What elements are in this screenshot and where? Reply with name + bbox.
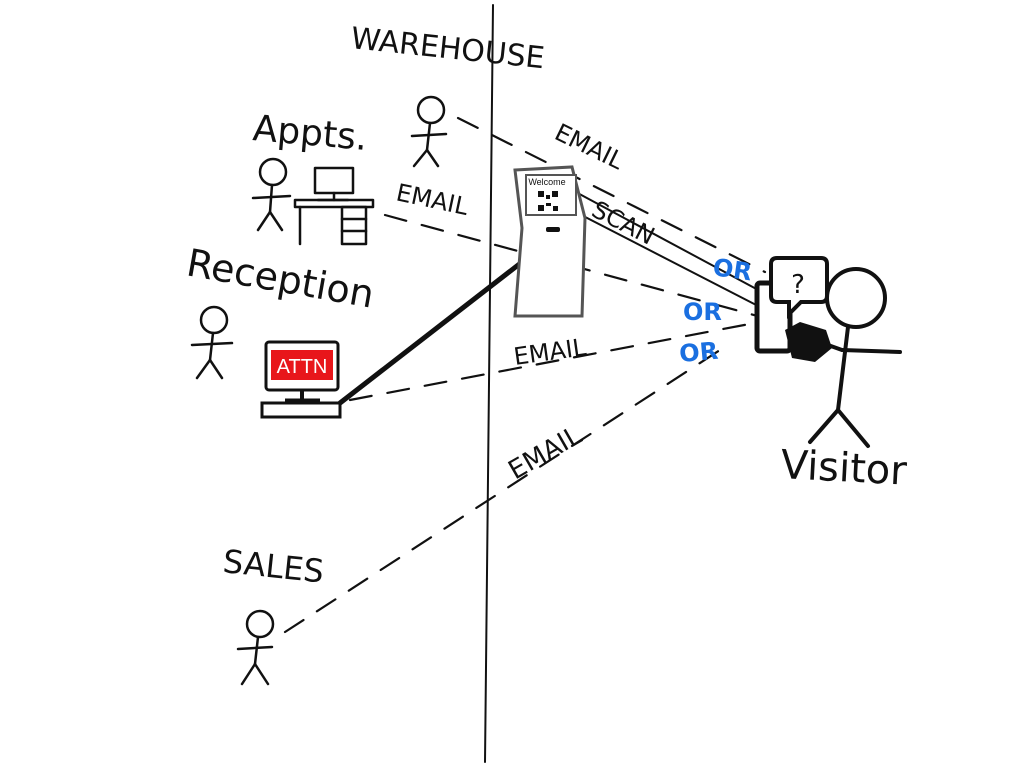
sales-label: SALES	[221, 542, 326, 590]
visitor-person-icon: ?	[754, 256, 902, 448]
email-line-warehouse	[456, 116, 767, 274]
appts-label: Appts.	[251, 108, 369, 159]
visitor-label: Visitor	[779, 442, 908, 495]
email-line-sales	[283, 348, 722, 634]
qr-code-icon	[538, 191, 558, 211]
kiosk-welcome-text: Welcome	[528, 177, 565, 187]
reception-person-icon	[190, 305, 234, 380]
divider-line	[484, 4, 494, 763]
warehouse-label: WAREHOUSE	[349, 21, 546, 76]
appts-person-icon	[251, 157, 292, 232]
email-label-appts: EMAIL	[394, 178, 472, 221]
scan-line	[555, 201, 763, 309]
kiosk-icon: Welcome	[513, 165, 587, 318]
warehouse-person-icon	[410, 95, 448, 168]
scan-line	[571, 189, 763, 293]
question-mark: ?	[791, 270, 805, 300]
desk-icon	[293, 166, 375, 246]
attn-screen-text: ATTN	[277, 356, 328, 378]
reception-computer-icon: ATTN	[260, 340, 342, 419]
sales-person-icon	[236, 609, 275, 686]
email-label-sales: EMAIL	[504, 420, 588, 486]
kiosk-reception-link	[337, 235, 556, 406]
reception-label: Reception	[183, 241, 377, 317]
or-label: OR	[711, 253, 753, 286]
speech-bubble-icon	[769, 256, 829, 319]
hand-icon	[785, 322, 832, 362]
or-label: OR	[678, 337, 719, 368]
email-label-reception: EMAIL	[512, 333, 589, 371]
email-line-reception	[348, 320, 762, 402]
or-label: OR	[683, 298, 722, 326]
scan-label: SCAN	[587, 195, 659, 250]
